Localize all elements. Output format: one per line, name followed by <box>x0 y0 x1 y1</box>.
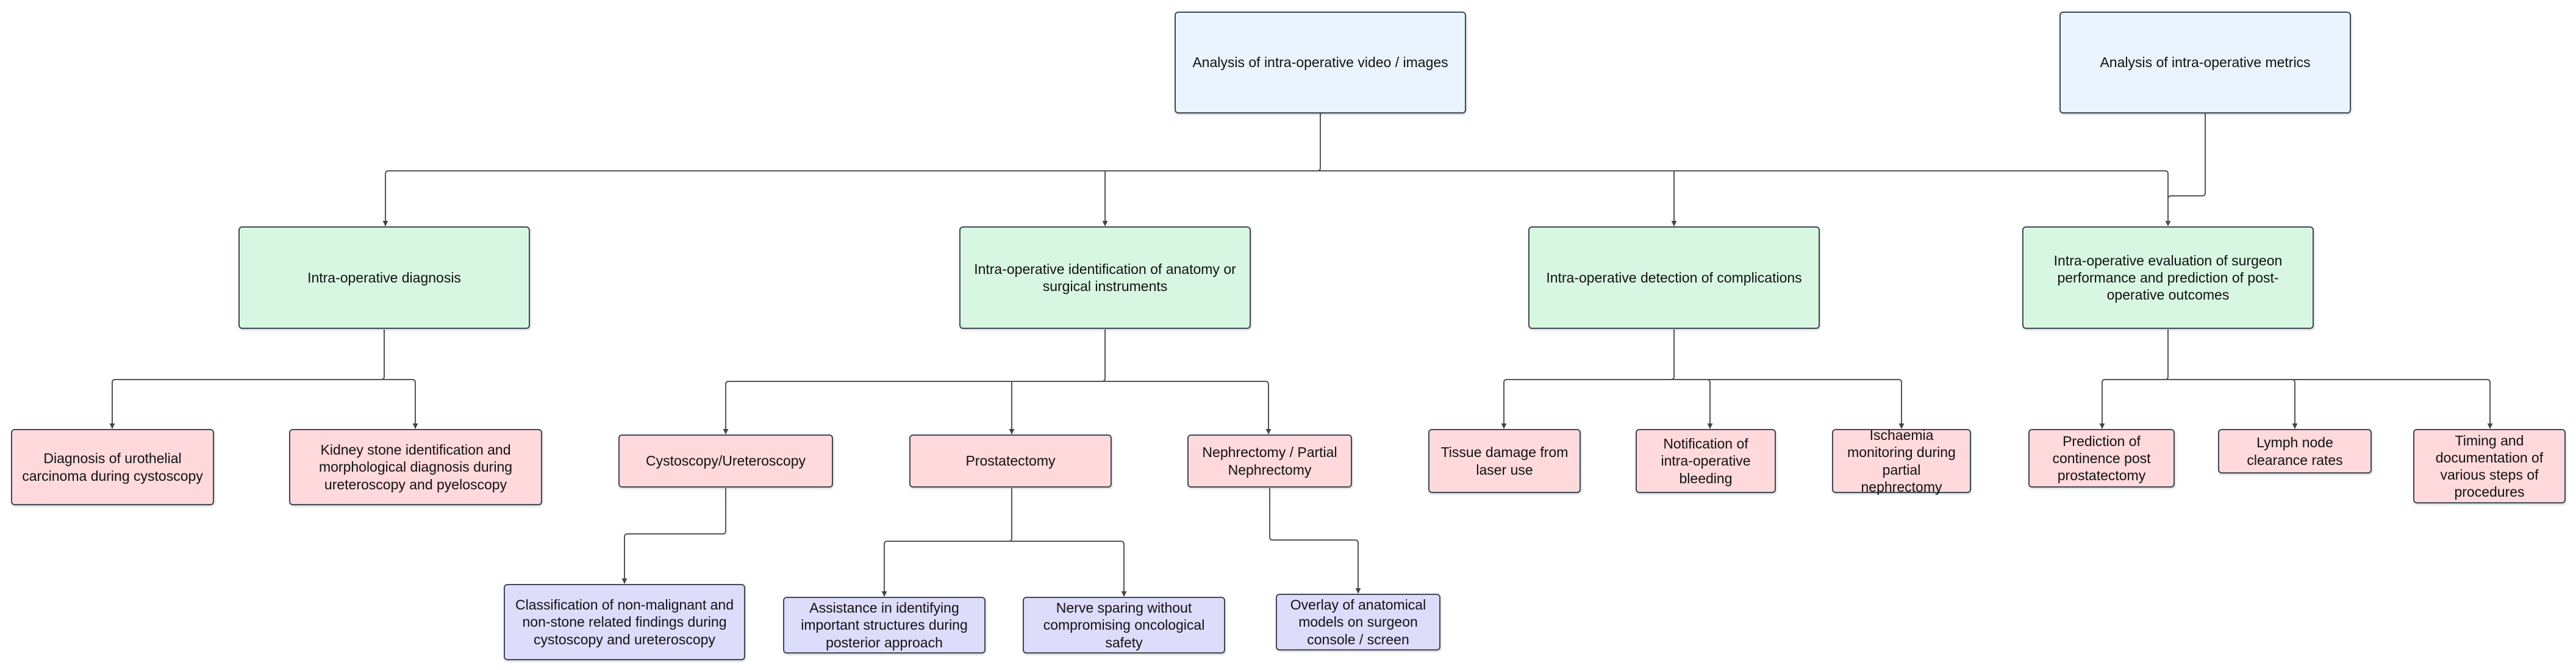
node-nephrectomy: Nephrectomy / Partial Nephrectomy <box>1187 434 1352 488</box>
connector-video-root <box>382 113 1321 226</box>
connector-complications-children <box>1501 330 1675 429</box>
connector-evaluation-from-video <box>1317 170 2171 226</box>
connector-nerve-sparing <box>1009 541 1127 597</box>
node-overlay: Overlay of anatomical models on surgeon … <box>1276 594 1440 650</box>
connector-diagnosis <box>109 330 385 429</box>
connector-bleeding <box>1671 379 1713 429</box>
connector-nephrectomy <box>1102 381 1272 434</box>
connector-timing <box>2292 379 2493 429</box>
node-cystoscopy-ureteroscopy: Cystoscopy/Ureteroscopy <box>618 434 833 488</box>
connector-metrics-root <box>2167 113 2206 226</box>
node-prostatectomy: Prostatectomy <box>909 434 1112 488</box>
connector-overlay <box>1269 488 1361 594</box>
node-evaluation: Intra-operative evaluation of surgeon pe… <box>2022 226 2314 329</box>
node-video-analysis: Analysis of intra-operative video / imag… <box>1175 12 1466 113</box>
node-kidney-stone: Kidney stone identification and morpholo… <box>289 429 542 505</box>
node-important-structures: Assistance in identifying important stru… <box>783 597 986 654</box>
node-tissue-damage: Tissue damage from laser use <box>1428 429 1581 493</box>
node-timing: Timing and documentation of various step… <box>2413 429 2566 503</box>
connector-identification-children <box>723 330 1106 434</box>
node-urothelial-carcinoma: Diagnosis of urothelial carcinoma during… <box>11 429 214 505</box>
node-metrics-analysis: Analysis of intra-operative metrics <box>2059 12 2351 113</box>
node-lymph-node: Lymph node clearance rates <box>2218 429 2372 474</box>
connector-prostatectomy-children <box>881 488 1012 597</box>
node-complications: Intra-operative detection of complicatio… <box>1528 226 1820 329</box>
connector-ischaemia <box>1707 379 1905 429</box>
node-bleeding: Notification of intra-operative bleeding <box>1636 429 1776 493</box>
connector-evaluation-children <box>2099 330 2169 429</box>
connector-kidney-stone <box>381 379 418 429</box>
connector-lymph-node <box>2165 379 2298 429</box>
node-diagnosis: Intra-operative diagnosis <box>238 226 530 329</box>
node-continence: Prediction of continence post prostatect… <box>2028 429 2175 488</box>
node-nerve-sparing: Nerve sparing without compromising oncol… <box>1023 597 1225 654</box>
node-identification: Intra-operative identification of anatom… <box>959 226 1251 329</box>
connector-classification <box>621 488 726 584</box>
node-ischaemia: Ischaemia monitoring during partial neph… <box>1832 427 1971 495</box>
node-classification: Classification of non-malignant and non-… <box>504 584 745 660</box>
